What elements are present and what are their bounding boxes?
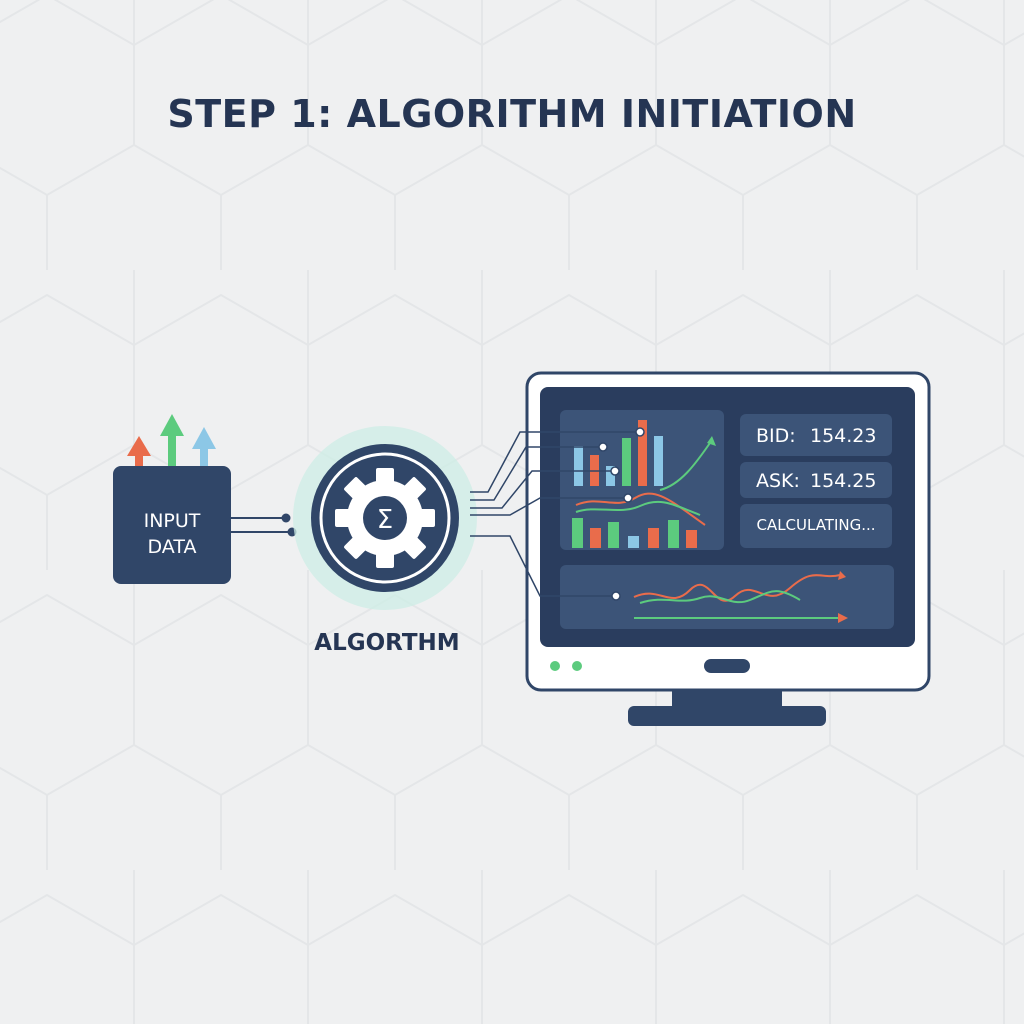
status-light: [572, 661, 582, 671]
input-data-label-line1: INPUT: [144, 510, 201, 532]
bar-chart-icon: [572, 420, 716, 548]
monitor-neck: [672, 690, 782, 708]
connector-dot: [623, 493, 633, 503]
connector-dot: [281, 513, 291, 523]
wave-panel: [560, 565, 894, 629]
status-box: [740, 504, 892, 548]
line-chart-icon: [633, 571, 848, 623]
input-connector-lines: [231, 517, 292, 533]
up-arrow-icon: [160, 414, 184, 488]
input-data-label-line2: DATA: [148, 536, 197, 558]
ask-label: ASK:: [756, 470, 800, 492]
sigma-icon: Σ: [377, 505, 393, 535]
connector-dot: [635, 427, 645, 437]
bid-label: BID:: [756, 425, 796, 447]
input-data-box: [113, 466, 231, 584]
connector-dot: [610, 466, 620, 476]
connector-dot: [611, 591, 621, 601]
ask-value: 154.25: [810, 470, 876, 492]
ask-box: [740, 462, 892, 498]
bid-value: 154.23: [810, 425, 876, 447]
page-title: STEP 1: ALGORITHM INITIATION: [167, 92, 857, 136]
algorithm-label: ALGORTHM: [314, 630, 459, 656]
monitor-stand: [628, 706, 826, 726]
status-text: CALCULATING...: [756, 516, 875, 534]
status-light: [550, 661, 560, 671]
bid-box: [740, 414, 892, 456]
monitor-power-slot: [704, 659, 750, 673]
input-data-node: INPUT DATA: [113, 414, 231, 584]
output-connector-lines: [470, 431, 640, 597]
connector-dot: [598, 442, 608, 452]
monitor: BID: 154.23 ASK: 154.25 CALCULATING...: [525, 371, 931, 726]
algorithm-node: Σ: [293, 426, 477, 610]
gear-icon: [335, 468, 435, 568]
